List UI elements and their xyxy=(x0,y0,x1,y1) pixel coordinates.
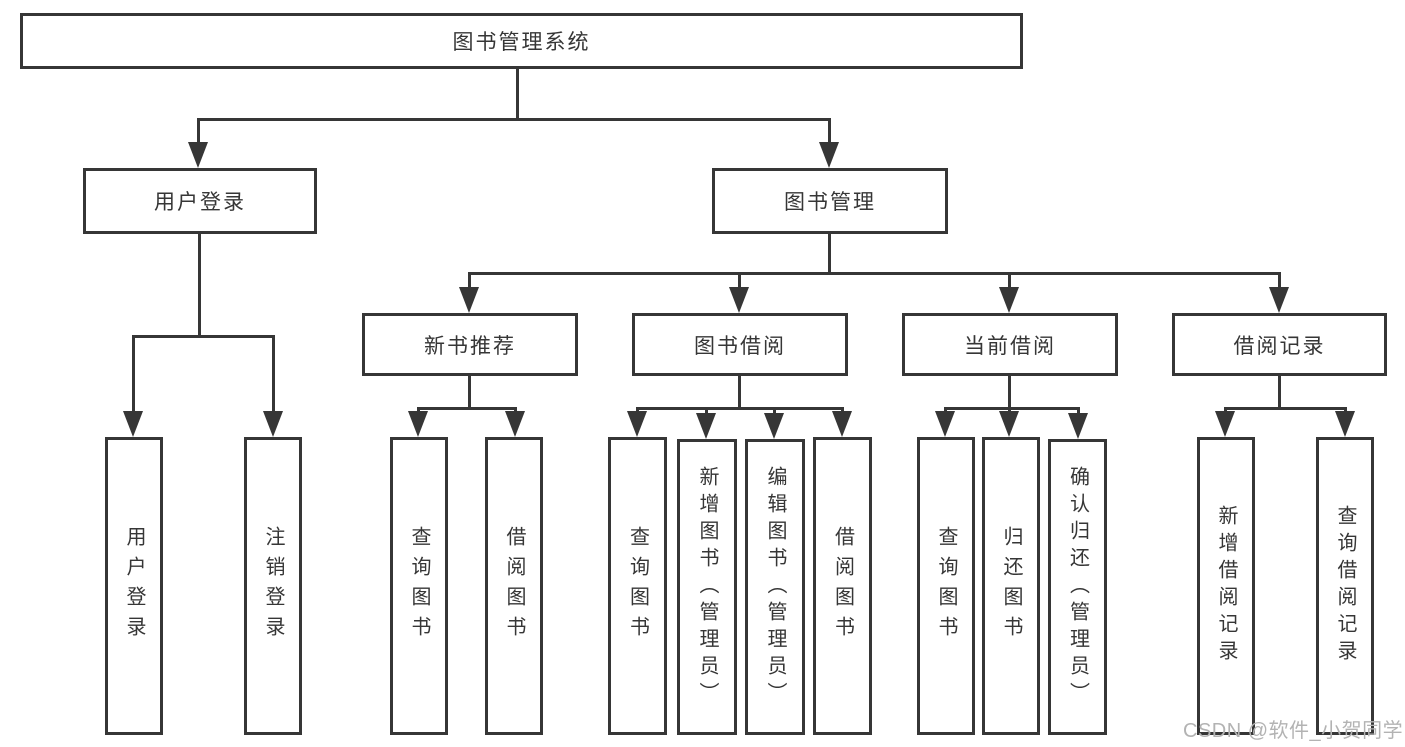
arrow-to-bb-edit xyxy=(764,413,784,439)
node-root-label: 图书管理系统 xyxy=(452,31,591,54)
connector-book-borrow-rail xyxy=(636,407,844,410)
leaf-borrow-query: 查询图书 xyxy=(608,437,667,735)
node-book-borrow-label: 图书借阅 xyxy=(694,334,786,358)
leaf-current-return: 归还图书 xyxy=(982,437,1040,735)
leaf-user-login-label: 用户登录 xyxy=(123,526,145,646)
leaf-newbook-query-label: 查询图书 xyxy=(408,526,430,646)
leaf-record-query-label: 查询借阅记录 xyxy=(1334,505,1356,667)
connector-book-borrow-drop xyxy=(738,376,741,410)
connector-stem-bb-edit xyxy=(773,407,776,415)
node-book-management: 图书管理 xyxy=(712,168,948,234)
leaf-current-return-label: 归还图书 xyxy=(1000,526,1022,646)
arrow-to-new-book xyxy=(459,287,479,313)
arrow-to-cb-confirm xyxy=(1068,413,1088,439)
arrow-to-user-login xyxy=(188,142,208,168)
leaf-current-query-label: 查询图书 xyxy=(935,526,957,646)
arrow-to-borrow-record xyxy=(1269,287,1289,313)
connector-book-management-rail xyxy=(468,272,1281,275)
connector-stem-book-borrow xyxy=(738,272,741,290)
node-borrow-record-label: 借阅记录 xyxy=(1233,334,1326,358)
connector-current-borrow-drop xyxy=(1008,376,1011,410)
leaf-logout: 注销登录 xyxy=(244,437,302,735)
leaf-borrow-edit-book-label: 编辑图书（管理员） xyxy=(764,465,786,709)
connector-root-drop xyxy=(516,68,519,121)
connector-stem-leaf-logout xyxy=(272,335,275,413)
connector-stem-bb-add xyxy=(705,407,708,415)
connector-borrow-record-rail xyxy=(1224,407,1347,410)
leaf-borrow-book-label: 借阅图书 xyxy=(831,526,854,646)
node-new-book-recommend-label: 新书推荐 xyxy=(424,334,516,358)
leaf-current-confirm-return: 确认归还（管理员） xyxy=(1048,439,1107,735)
connector-stem-current-borrow xyxy=(1008,272,1011,290)
leaf-newbook-borrow: 借阅图书 xyxy=(485,437,543,735)
arrow-to-br-query xyxy=(1335,411,1355,437)
leaf-borrow-edit-book: 编辑图书（管理员） xyxy=(745,439,805,735)
node-user-login: 用户登录 xyxy=(83,168,317,234)
connector-new-book-drop xyxy=(468,376,471,410)
connector-root-rail xyxy=(197,118,831,121)
node-borrow-record: 借阅记录 xyxy=(1172,313,1387,376)
connector-user-login-drop xyxy=(198,234,201,338)
connector-stem-borrow-record xyxy=(1278,272,1281,290)
connector-stem-leaf-user-login xyxy=(132,335,135,413)
node-new-book-recommend: 新书推荐 xyxy=(362,313,578,376)
leaf-record-add-label: 新增借阅记录 xyxy=(1215,505,1237,667)
node-user-login-label: 用户登录 xyxy=(154,191,246,214)
leaf-borrow-add-book: 新增图书（管理员） xyxy=(677,439,737,735)
node-root: 图书管理系统 xyxy=(20,13,1023,69)
arrow-to-book-borrow xyxy=(729,287,749,313)
connector-stem-book-management xyxy=(828,118,831,148)
arrow-to-bb-add xyxy=(696,413,716,439)
connector-borrow-record-drop xyxy=(1278,376,1281,410)
leaf-record-query: 查询借阅记录 xyxy=(1316,437,1374,735)
connector-user-login-rail xyxy=(132,335,275,338)
leaf-borrow-query-label: 查询图书 xyxy=(626,526,649,646)
connector-new-book-rail xyxy=(417,407,517,410)
leaf-current-query: 查询图书 xyxy=(917,437,975,735)
connector-stem-new-book xyxy=(468,272,471,290)
arrow-to-br-add xyxy=(1215,411,1235,437)
leaf-current-confirm-return-label: 确认归还（管理员） xyxy=(1066,465,1089,709)
arrow-to-newbook-query xyxy=(408,411,428,437)
arrow-to-book-management xyxy=(819,142,839,168)
leaf-logout-label: 注销登录 xyxy=(262,526,284,646)
node-current-borrow-label: 当前借阅 xyxy=(964,334,1056,358)
csdn-watermark: CSDN @软件_小贺同学 xyxy=(1183,720,1404,742)
arrow-to-bb-borrow xyxy=(832,411,852,437)
leaf-newbook-query: 查询图书 xyxy=(390,437,448,735)
arrow-to-newbook-borrow xyxy=(505,411,525,437)
node-book-management-label: 图书管理 xyxy=(784,191,876,214)
arrow-to-bb-query xyxy=(627,411,647,437)
arrow-to-leaf-logout xyxy=(263,411,283,437)
leaf-user-login: 用户登录 xyxy=(105,437,163,735)
connector-book-management-drop xyxy=(828,234,831,275)
leaf-newbook-borrow-label: 借阅图书 xyxy=(503,526,525,646)
node-book-borrow: 图书借阅 xyxy=(632,313,848,376)
arrow-to-cb-return xyxy=(999,411,1019,437)
connector-stem-user-login xyxy=(197,118,200,148)
arrow-to-leaf-user-login xyxy=(123,411,143,437)
leaf-borrow-add-book-label: 新增图书（管理员） xyxy=(696,465,718,709)
leaf-record-add: 新增借阅记录 xyxy=(1197,437,1255,735)
leaf-borrow-book: 借阅图书 xyxy=(813,437,872,735)
node-current-borrow: 当前借阅 xyxy=(902,313,1118,376)
connector-current-borrow-rail xyxy=(944,407,1080,410)
arrow-to-cb-query xyxy=(935,411,955,437)
arrow-to-current-borrow xyxy=(999,287,1019,313)
connector-stem-cb-confirm xyxy=(1077,407,1080,415)
